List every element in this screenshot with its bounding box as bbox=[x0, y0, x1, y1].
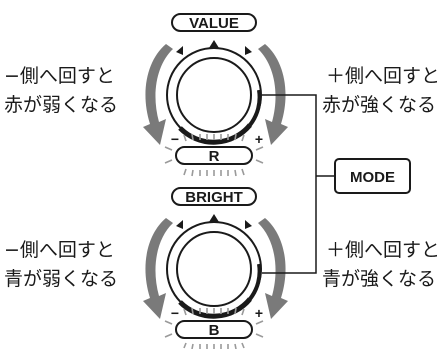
bottom-plus-text-line2: 青が強くなる bbox=[322, 268, 437, 290]
knob-tick-left bbox=[176, 46, 183, 55]
plus-rotation-arrow-2 bbox=[258, 218, 288, 319]
value-label: VALUE bbox=[189, 15, 239, 32]
bottom-knob-group: BRIGHT bbox=[143, 187, 288, 349]
mode-button[interactable] bbox=[334, 158, 411, 194]
bottom-minus-sign: − bbox=[171, 305, 179, 321]
b-led-pill bbox=[175, 320, 253, 339]
knob-tick-right bbox=[245, 46, 252, 55]
top-plus-sign: + bbox=[255, 131, 263, 147]
mode-connectors bbox=[262, 94, 335, 274]
top-minus-sign: − bbox=[171, 131, 179, 147]
bottom-minus-text-line1: −側へ回すと bbox=[4, 239, 115, 261]
r-led-glow bbox=[164, 133, 264, 177]
b-led-glow bbox=[164, 307, 264, 349]
b-led-label: B bbox=[209, 322, 220, 339]
minus-rotation-arrow-2 bbox=[143, 218, 173, 319]
bright-label: BRIGHT bbox=[185, 189, 243, 206]
top-plus-text-line1: ＋側へ回すと bbox=[326, 65, 441, 87]
r-led-label: R bbox=[209, 148, 220, 165]
value-knob-rim bbox=[248, 89, 262, 127]
bright-label-pill bbox=[171, 187, 257, 206]
knob-tick-center bbox=[209, 40, 219, 48]
plus-rotation-arrow bbox=[258, 44, 288, 145]
top-minus-text-line1: −側へ回すと bbox=[4, 65, 115, 87]
value-knob-inner bbox=[176, 57, 252, 133]
minus-rotation-arrow bbox=[143, 44, 173, 145]
bright-knob-inner bbox=[176, 231, 252, 307]
value-knob-shadow bbox=[178, 123, 252, 145]
bottom-plus-sign: + bbox=[255, 305, 263, 321]
r-led-pill bbox=[175, 146, 253, 165]
mode-button-label: MODE bbox=[350, 169, 395, 186]
bright-knob-rim bbox=[248, 263, 262, 301]
value-label-pill bbox=[171, 13, 257, 32]
top-minus-text-line2: 赤が弱くなる bbox=[4, 94, 119, 116]
bottom-minus-text-line2: 青が弱くなる bbox=[4, 268, 119, 290]
top-knob-group: VALUE bbox=[143, 13, 288, 177]
bright-knob-shadow bbox=[178, 297, 252, 319]
top-plus-text-line2: 赤が強くなる bbox=[322, 94, 437, 116]
bottom-plus-text-line1: ＋側へ回すと bbox=[326, 239, 441, 261]
knob-tick-right-2 bbox=[245, 220, 252, 229]
knob-tick-left-2 bbox=[176, 220, 183, 229]
knob-tick-center-2 bbox=[209, 214, 219, 222]
